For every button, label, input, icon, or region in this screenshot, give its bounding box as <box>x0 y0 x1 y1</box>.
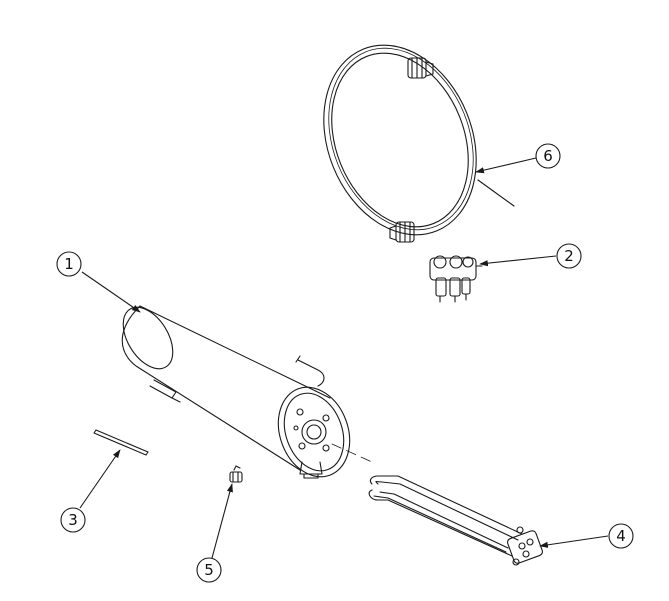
solenoid-valve-part <box>429 255 483 303</box>
callout-circle <box>60 507 86 533</box>
callout-3: 3 <box>60 507 86 533</box>
callout-1: 1 <box>56 251 82 277</box>
gasket-strip-part <box>93 429 149 456</box>
callout-number: 3 <box>68 511 78 529</box>
callout-4: 4 <box>608 523 634 549</box>
leader-line-1 <box>81 271 141 313</box>
leader-lines <box>79 157 609 559</box>
callout-number: 6 <box>543 147 553 165</box>
heating-element-part <box>368 475 543 566</box>
tank-part <box>121 305 373 479</box>
callout-5: 5 <box>196 557 222 583</box>
callout-circle <box>196 557 222 583</box>
callout-number: 1 <box>64 255 74 273</box>
leader-line-2 <box>479 255 557 267</box>
callout-circle <box>535 143 561 169</box>
callout-circle <box>608 523 634 549</box>
callout-circle <box>56 251 82 277</box>
callout-number: 2 <box>564 247 574 265</box>
leader-line-3 <box>79 449 121 509</box>
callout-circle <box>556 243 582 269</box>
callout-number: 4 <box>616 527 626 545</box>
callout-6: 6 <box>535 143 561 169</box>
callout-2: 2 <box>556 243 582 269</box>
leader-line-5 <box>211 483 233 559</box>
hose-fitting-bottom <box>389 221 415 243</box>
sensor-part <box>229 465 243 483</box>
leader-line-4 <box>539 535 609 548</box>
leader-line-6 <box>475 157 537 174</box>
callout-number: 5 <box>204 561 214 579</box>
hose-loop-part <box>323 44 515 243</box>
hose-fitting-top <box>407 57 434 79</box>
